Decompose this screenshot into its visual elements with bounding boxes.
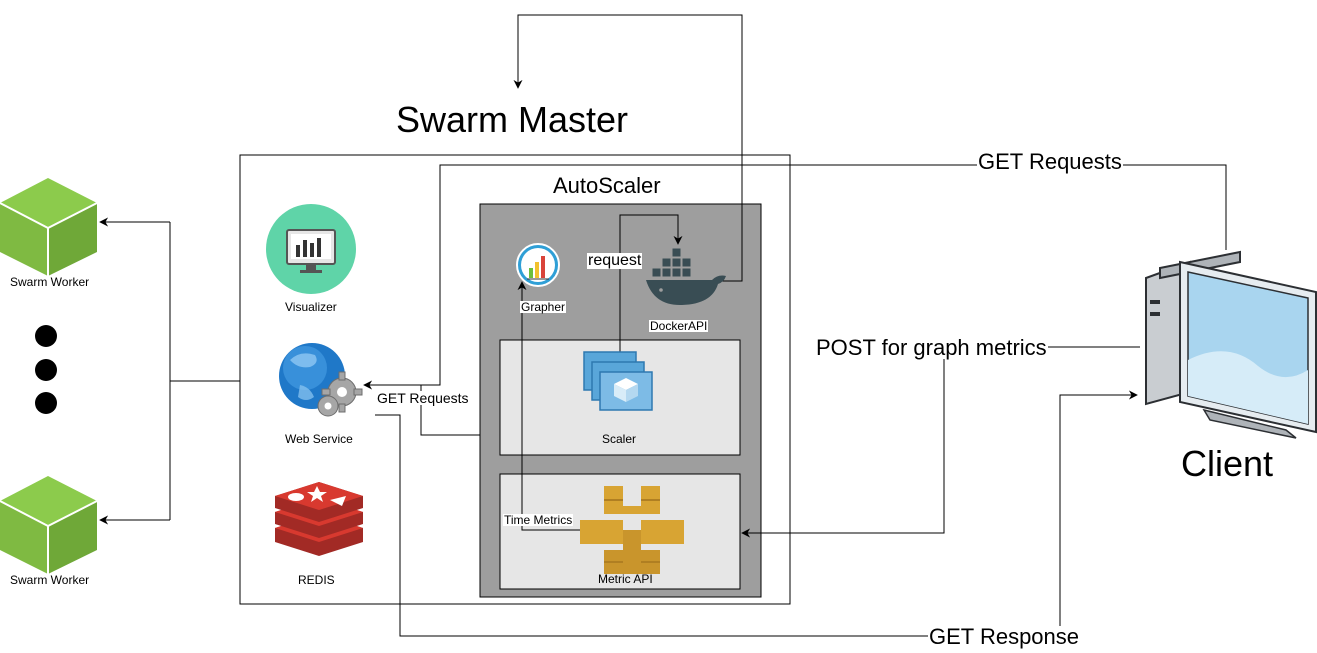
ellipsis-dot-icon: [35, 325, 57, 347]
metric-api-icon: [580, 486, 684, 574]
edge-time-metrics: [517, 281, 580, 531]
grapher-label: Grapher: [520, 300, 567, 314]
edge-label-time-metrics: Time Metrics: [503, 513, 574, 527]
edge-label-post-graph-metrics: POST for graph metrics: [815, 335, 1048, 360]
docker-whale-icon: [646, 247, 726, 306]
ellipsis-dot-icon: [35, 359, 57, 381]
metric-api-label: Metric API: [598, 572, 653, 586]
edge-get-response: [375, 390, 1138, 637]
edge-label-request: request: [587, 252, 643, 269]
swarm-worker-top-icon: [0, 178, 98, 276]
visualizer-icon: [266, 204, 356, 294]
grapher-icon: [516, 243, 560, 287]
swarm-master-title: Swarm Master: [396, 99, 629, 140]
client-label: Client: [1181, 443, 1274, 484]
swarm-worker-bottom-icon: [0, 476, 98, 574]
docker-api-label: DockerAPI: [649, 319, 709, 333]
edge-post-graph-metrics: [741, 346, 1140, 538]
visualizer-label: Visualizer: [285, 300, 337, 314]
edge-docker-to-master: [513, 14, 743, 282]
redis-icon: [275, 482, 363, 556]
edge-label-get-response: GET Response: [928, 624, 1081, 649]
autoscaler-title: AutoScaler: [553, 173, 661, 198]
web-service-label: Web Service: [285, 432, 353, 446]
swarm-worker-top-label: Swarm Worker: [10, 275, 90, 289]
edge-client-get-requests: [363, 164, 1227, 390]
web-service-icon: [279, 343, 363, 417]
scaler-label: Scaler: [602, 432, 637, 446]
edge-label-get-requests-internal: GET Requests: [376, 390, 470, 406]
client-computer-icon: [1145, 250, 1317, 439]
edge-request: [619, 214, 683, 400]
edge-label-get-requests-client: GET Requests: [977, 149, 1123, 174]
scaler-icon: [583, 351, 653, 411]
redis-label: REDIS: [298, 573, 335, 587]
ellipsis-dot-icon: [35, 392, 57, 414]
swarm-worker-bottom-label: Swarm Worker: [10, 573, 90, 587]
